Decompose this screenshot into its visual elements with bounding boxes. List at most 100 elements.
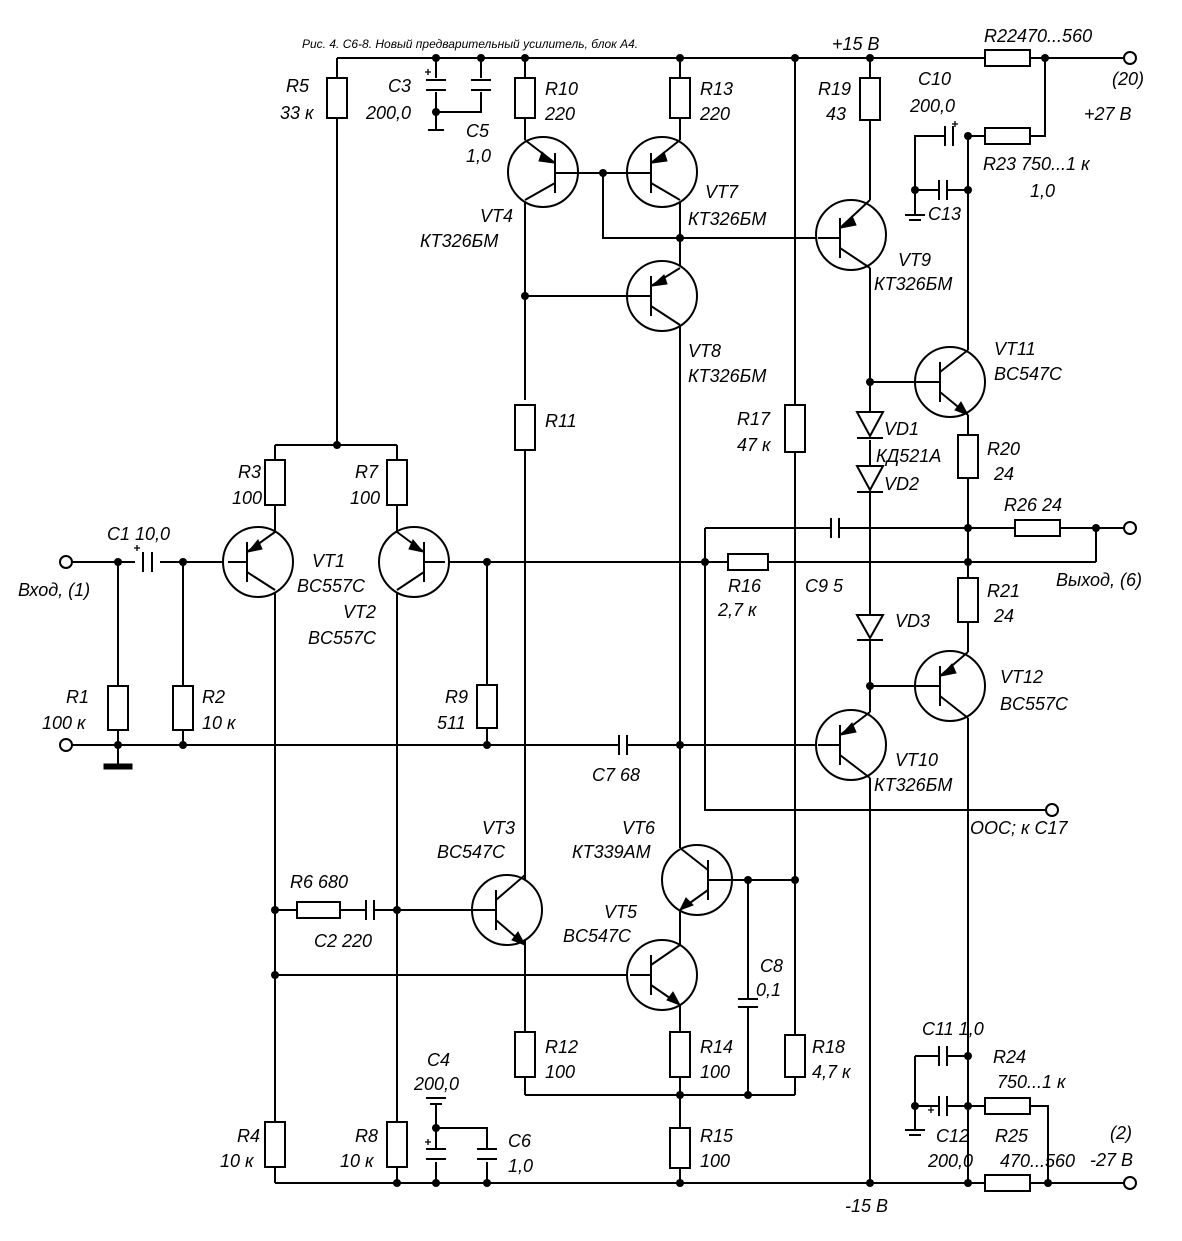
input-label: Вход, (1) <box>18 580 90 600</box>
vt4-name: VT4 <box>480 206 513 226</box>
r11-label: R11 <box>545 411 577 431</box>
vt12-type: BC557C <box>1000 694 1069 714</box>
vt5-type: BC547C <box>563 926 632 946</box>
transistor-vt10 <box>815 709 887 781</box>
vt2-name: VT2 <box>343 602 376 622</box>
capacitors <box>134 69 958 1160</box>
r24-name: R24 <box>993 1047 1026 1067</box>
transistor-vt9 <box>815 199 887 271</box>
vt7-type: КТ326БМ <box>688 209 766 229</box>
pin2-label: (2) <box>1110 1123 1132 1143</box>
c8-name: C8 <box>760 956 783 976</box>
r12-value: 100 <box>545 1062 575 1082</box>
c2-label: C2 220 <box>314 931 372 951</box>
r7-value: 100 <box>350 488 380 508</box>
terminal-feedback[interactable] <box>1045 803 1059 817</box>
diode-vd3 <box>855 614 885 641</box>
vt11-name: VT11 <box>994 339 1036 359</box>
vd1-name: VD1 <box>884 419 919 439</box>
r16-value: 2,7 к <box>717 600 758 620</box>
resistor-r17 <box>784 404 806 453</box>
resistor-r22 <box>984 49 1031 67</box>
c13-value: 1,0 <box>1030 181 1055 201</box>
output-label: Выход, (6) <box>1056 570 1142 590</box>
capacitor-c11 <box>938 1046 948 1066</box>
transistor-vt5 <box>626 939 698 1011</box>
transistor-vt4 <box>507 136 579 208</box>
minus27-label: -27 В <box>1090 1150 1133 1170</box>
diode-vd1 <box>855 411 885 439</box>
r26-label: R26 24 <box>1004 495 1062 515</box>
c12-name: C12 <box>936 1126 969 1146</box>
c4-name: C4 <box>427 1050 450 1070</box>
c1-label: C1 10,0 <box>107 524 170 544</box>
resistor-r19 <box>859 77 881 121</box>
c3-value: 200,0 <box>365 103 411 123</box>
resistor-r7 <box>386 459 408 506</box>
vt3-type: BC547C <box>437 842 506 862</box>
capacitor-c4 <box>425 1139 446 1160</box>
c12-value: 200,0 <box>927 1151 973 1171</box>
vd2-label: VD2 <box>884 474 919 494</box>
capacitor-c7 <box>618 735 628 755</box>
capacitor-c8 <box>738 998 758 1008</box>
vt4-type: КТ326БМ <box>420 231 498 251</box>
ground-icon <box>103 763 133 770</box>
r18-value: 4,7 к <box>812 1062 852 1082</box>
r3-value: 100 <box>232 488 262 508</box>
capacitor-c3 <box>425 69 446 91</box>
vt9-name: VT9 <box>898 250 931 270</box>
r15-name: R15 <box>700 1126 734 1146</box>
terminal-input[interactable] <box>59 555 73 569</box>
wiring <box>70 57 1126 1184</box>
capacitor-c5 <box>471 79 491 91</box>
c5-name: C5 <box>466 121 490 141</box>
resistor-r15 <box>669 1127 691 1169</box>
ground-icon <box>905 214 925 221</box>
vt5-name: VT5 <box>604 902 638 922</box>
transistor-vt6 <box>661 844 735 916</box>
terminal-input-ground[interactable] <box>59 738 73 752</box>
r8-value: 10 к <box>340 1151 375 1171</box>
r14-name: R14 <box>700 1037 733 1057</box>
r20-name: R20 <box>987 439 1020 459</box>
c5-value: 1,0 <box>466 146 491 166</box>
resistor-r11 <box>514 404 536 451</box>
r20-value: 24 <box>993 464 1014 484</box>
vt1-type: BC557C <box>297 576 366 596</box>
transistor-vt3 <box>471 874 543 946</box>
vt6-name: VT6 <box>622 818 656 838</box>
terminal-plus27[interactable] <box>1123 51 1137 65</box>
resistors <box>107 49 1061 1192</box>
transistors <box>222 136 986 1011</box>
c6-value: 1,0 <box>508 1156 533 1176</box>
r14-value: 100 <box>700 1062 730 1082</box>
r9-value: 511 <box>437 713 466 733</box>
resistor-r16 <box>727 553 769 571</box>
resistor-r10 <box>514 77 536 119</box>
diode-vd2 <box>855 465 885 493</box>
c9-label: C9 5 <box>805 576 844 596</box>
r6-label: R6 680 <box>290 872 348 892</box>
transistor-vt8 <box>626 260 698 332</box>
terminal-output[interactable] <box>1123 521 1137 535</box>
transistor-vt1 <box>222 526 294 598</box>
vt9-type: КТ326БМ <box>874 274 952 294</box>
r5-name: R5 <box>286 76 310 96</box>
r1-value: 100 к <box>42 713 87 733</box>
ground-symbols <box>103 129 925 1136</box>
r10-name: R10 <box>545 79 578 99</box>
vt10-name: VT10 <box>895 750 938 770</box>
c6-name: C6 <box>508 1131 532 1151</box>
c4-value: 200,0 <box>413 1074 459 1094</box>
pin20-label: (20) <box>1112 69 1144 89</box>
r9-name: R9 <box>445 687 468 707</box>
vt3-name: VT3 <box>482 818 515 838</box>
r21-value: 24 <box>993 606 1014 626</box>
resistor-r8 <box>386 1121 408 1168</box>
vt8-name: VT8 <box>688 341 721 361</box>
vd3-label: VD3 <box>895 611 930 631</box>
terminal-minus27[interactable] <box>1123 1176 1137 1190</box>
resistor-r21 <box>957 577 979 623</box>
r3-name: R3 <box>238 462 261 482</box>
